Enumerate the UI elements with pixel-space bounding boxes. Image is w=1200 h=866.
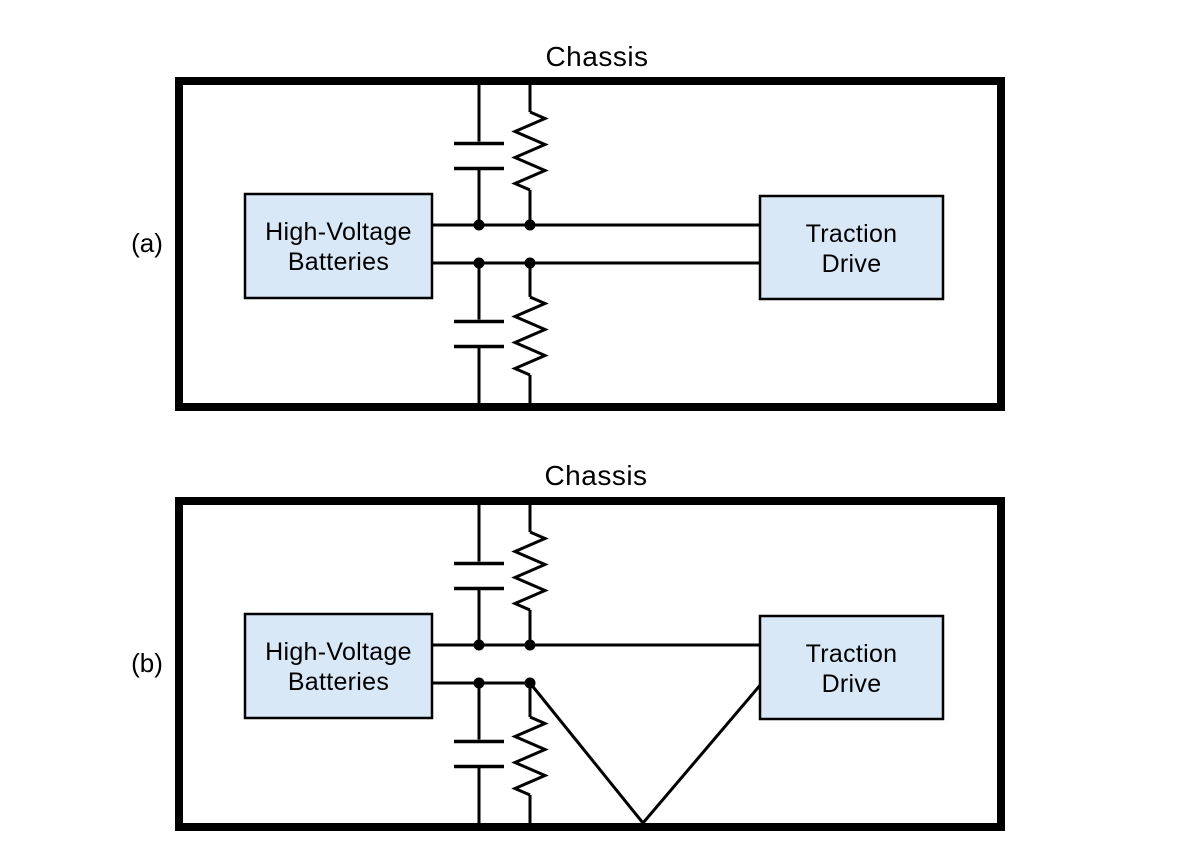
panel-label: (b) [131,648,163,678]
panel-label: (a) [131,228,163,258]
junction-dot [473,257,485,269]
y-capacitor-bottom [454,683,504,827]
resistor-zigzag [511,295,549,377]
junction-dot [473,219,485,231]
y-capacitor-top [454,501,504,645]
chassis-label: Chassis [545,41,648,72]
resistor-zigzag [511,110,549,192]
battery-box-label-line2: Batteries [288,668,389,696]
battery-box-rect [243,612,434,720]
traction-box-rect [758,614,945,721]
chassis-boundary [175,77,1005,411]
traction-box-label-line2: Drive [822,250,882,278]
isolation-resistor-top [511,501,549,645]
battery-box-label-line1: High-Voltage [265,218,412,246]
battery-box-label-line2: Batteries [288,248,389,276]
chassis-boundary [175,497,1005,831]
junction-dot [473,677,485,689]
resistor-zigzag [511,715,549,797]
traction-drive-box: Traction Drive [758,194,945,301]
isolation-resistor-bottom [511,263,549,407]
resistor-zigzag [511,530,549,612]
panel-b: Chassis (b) [131,460,1005,831]
isolation-resistor-top [511,81,549,225]
y-capacitor-top [454,81,504,225]
junction-dot [473,639,485,651]
panel-a: Chassis (a) [131,41,1005,411]
junction-dot [524,639,536,651]
chassis-label: Chassis [544,460,647,491]
y-capacitor-bottom [454,263,504,407]
battery-box-label-line1: High-Voltage [265,638,412,666]
traction-box-rect [758,194,945,301]
battery-box: High-Voltage Batteries [243,612,434,720]
traction-drive-box: Traction Drive [758,614,945,721]
traction-box-label-line2: Drive [822,670,882,698]
fault-short-wire [528,682,764,826]
junction-dot [524,677,536,689]
isolation-resistor-bottom [511,683,549,827]
traction-box-label-line1: Traction [806,640,898,668]
junction-dot [524,257,536,269]
junction-dot [524,219,536,231]
battery-box-rect [243,192,434,300]
traction-box-label-line1: Traction [806,220,898,248]
battery-box: High-Voltage Batteries [243,192,434,300]
